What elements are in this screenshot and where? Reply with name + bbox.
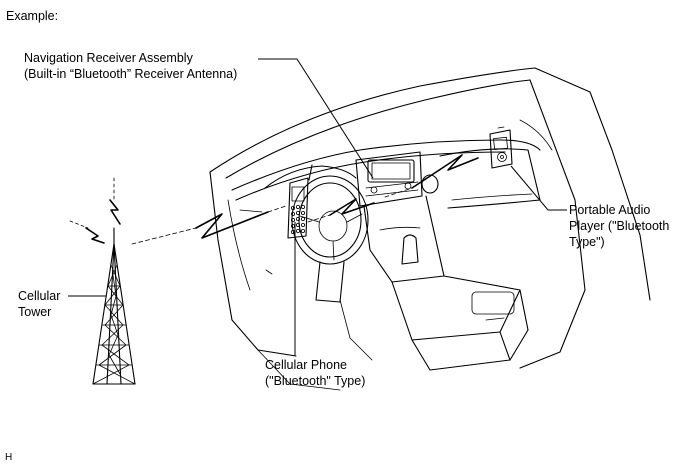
cellular-tower-label-line1: Cellular <box>18 289 61 303</box>
nav-receiver-label-line1: Navigation Receiver Assembly <box>24 51 193 65</box>
signal-phone-to-receiver <box>307 198 375 223</box>
car-interior <box>209 67 651 391</box>
audio-player-label-line1: Portable Audio <box>569 203 651 217</box>
cellular-phone <box>287 164 313 239</box>
cellular-phone-label-line1: Cellular Phone <box>265 358 347 372</box>
tower-signal <box>69 177 121 244</box>
cellular-phone-label-line2: ("Bluetooth" Type) <box>265 374 366 388</box>
example-label: Example: <box>6 9 59 23</box>
leader-lines <box>68 58 567 356</box>
cellular-tower-label-line2: Tower <box>18 305 52 319</box>
portable-audio-player <box>489 126 513 169</box>
audio-player-label-line3: Type") <box>569 235 605 249</box>
phone-keypad <box>290 204 305 234</box>
figure-code: H <box>5 452 13 463</box>
nav-receiver-label-line2: (Built-in “Bluetooth” Receiver Antenna) <box>24 67 238 81</box>
signal-tower-to-phone <box>131 205 287 245</box>
audio-player-label-line2: Player ("Bluetooth <box>569 219 670 233</box>
cellular-tower <box>92 227 136 385</box>
nav-receiver-leader <box>258 58 374 179</box>
signal-receiver-to-audio <box>384 154 479 198</box>
audio-player-leader <box>510 165 567 211</box>
